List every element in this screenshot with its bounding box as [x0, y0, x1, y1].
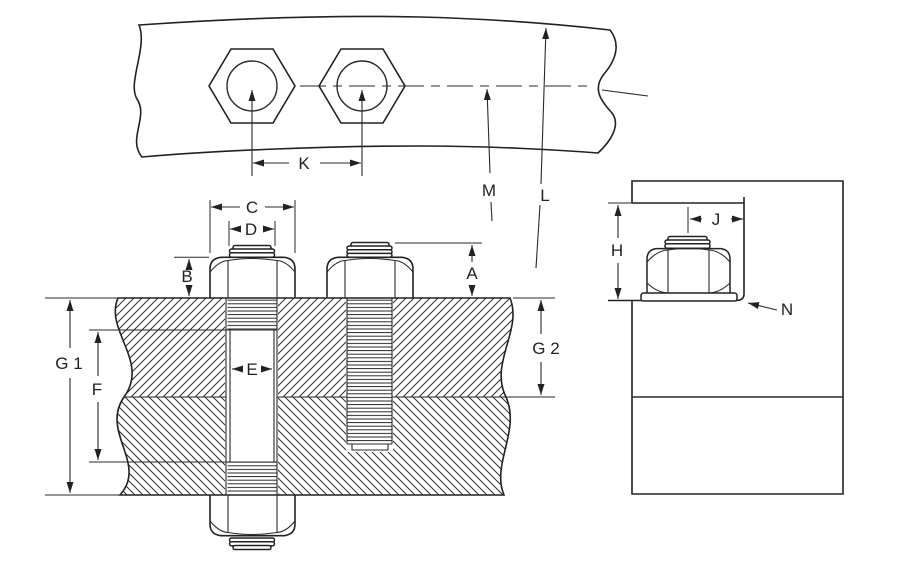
- dimension-m: M: [482, 88, 496, 222]
- dim-label-g2: G 2: [532, 339, 559, 358]
- stud-end-side-view: [664, 235, 711, 249]
- dim-label-l: L: [540, 186, 549, 205]
- front-section-view: C D B A G 2 G 1: [45, 198, 560, 551]
- dim-label-e: E: [246, 360, 257, 379]
- dimension-g1: G 1: [55, 300, 83, 493]
- dim-label-b: B: [181, 267, 192, 286]
- dim-label-j: J: [712, 210, 721, 229]
- dimension-f: F: [92, 332, 102, 460]
- tapped-stud: [346, 298, 393, 451]
- stud-top-end: [346, 241, 393, 258]
- hex-nut-front-left: [209, 256, 296, 298]
- dim-label-n: N: [781, 300, 793, 319]
- bolt-lower-thread: [227, 462, 277, 494]
- upper-plate-hatch: [115, 298, 514, 397]
- dim-label-c: C: [246, 198, 258, 217]
- dimension-n: N: [747, 300, 793, 319]
- dimension-a: A: [395, 242, 482, 296]
- joint-body-outline: [608, 180, 844, 495]
- dim-label-m: M: [482, 181, 496, 200]
- dim-label-a: A: [466, 264, 478, 283]
- dim-label-f: F: [92, 380, 102, 399]
- curved-plate-outline: [133, 15, 617, 158]
- bolt-bottom-stud-end: [228, 537, 276, 551]
- dim-label-d: D: [245, 220, 257, 239]
- lower-plate-hatch: [115, 397, 514, 495]
- dimension-k: K: [248, 90, 366, 176]
- bolt-upper-thread: [227, 299, 277, 330]
- dimension-h: H: [611, 205, 623, 299]
- dimension-l: L: [535, 27, 550, 269]
- dim-label-k: K: [298, 154, 310, 173]
- centerline-continuation: [601, 89, 649, 97]
- dimension-d: D: [228, 220, 276, 246]
- hex-nut-front-right: [326, 256, 414, 298]
- dim-label-h: H: [611, 241, 623, 260]
- hex-nut-side-view: [646, 247, 731, 296]
- bolt-top-stud-end: [228, 244, 276, 258]
- plate-hatching: [115, 298, 514, 495]
- side-view: H J N: [608, 180, 844, 495]
- dimension-j: J: [687, 207, 743, 233]
- hex-nut-bottom: [209, 495, 296, 537]
- dim-label-g1: G 1: [55, 354, 82, 373]
- dimension-c: C: [209, 198, 296, 253]
- dimension-b: B: [174, 256, 209, 296]
- top-view: K M L: [133, 15, 649, 269]
- dimension-e: E: [232, 360, 272, 379]
- stud-thread: [347, 299, 392, 444]
- through-bolt: [225, 298, 278, 495]
- dimension-g2: G 2: [532, 300, 560, 395]
- washer: [640, 292, 738, 302]
